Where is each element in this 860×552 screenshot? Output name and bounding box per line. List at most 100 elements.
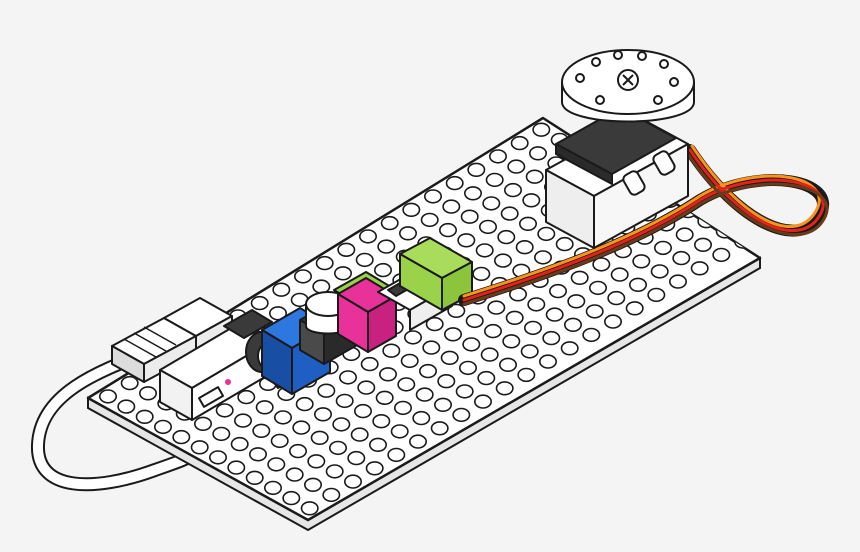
- board-hole: [194, 416, 213, 431]
- board-hole: [588, 280, 607, 296]
- servo-wire: [458, 144, 829, 306]
- board-hole: [292, 420, 311, 435]
- board-hole: [390, 424, 409, 439]
- board-hole: [272, 282, 291, 297]
- board-hole: [477, 370, 496, 386]
- board-hole: [523, 320, 542, 336]
- board-hole: [375, 390, 394, 405]
- board-hole: [252, 423, 271, 438]
- board-hole: [445, 175, 464, 191]
- board-hole: [585, 304, 604, 319]
- board-hole: [443, 327, 462, 342]
- board-hole: [245, 470, 264, 485]
- board-hole: [270, 433, 289, 449]
- board-hole: [463, 186, 482, 201]
- board-hole: [712, 247, 731, 263]
- board-hole: [545, 307, 564, 322]
- board-hole: [397, 377, 416, 392]
- board-hole: [517, 367, 536, 383]
- board-hole: [498, 357, 517, 372]
- board-hole: [335, 393, 354, 409]
- board-hole: [455, 384, 474, 399]
- board-hole: [522, 193, 541, 208]
- board-hole: [592, 257, 611, 272]
- board-hole: [542, 330, 561, 346]
- board-hole: [172, 429, 191, 445]
- board-hole: [503, 182, 522, 198]
- board-hole: [473, 394, 492, 409]
- board-hole: [603, 314, 622, 329]
- board-hole: [212, 426, 231, 442]
- board-hole: [475, 243, 494, 258]
- board-hole: [263, 480, 282, 496]
- board-hole: [675, 227, 694, 242]
- board-hole: [570, 270, 589, 285]
- board-hole: [693, 237, 712, 253]
- board-hole: [607, 290, 626, 306]
- board-hole: [343, 474, 362, 489]
- board-hole: [500, 206, 519, 221]
- board-hole: [518, 216, 537, 232]
- board-hole: [423, 189, 442, 204]
- board-hole: [457, 233, 476, 248]
- board-hole: [527, 297, 546, 312]
- board-hole: [533, 250, 552, 265]
- board-hole: [422, 340, 441, 355]
- board-hole: [402, 202, 421, 218]
- board-hole: [230, 436, 249, 452]
- board-hole: [625, 301, 644, 316]
- board-hole: [452, 407, 471, 423]
- board-hole: [480, 347, 499, 362]
- board-hole: [365, 461, 384, 476]
- board-hole: [515, 240, 534, 255]
- board-hole: [255, 400, 274, 415]
- board-hole: [493, 253, 512, 268]
- board-hole: [408, 434, 427, 449]
- board-hole: [440, 350, 459, 365]
- board-hole: [488, 149, 507, 164]
- board-hole: [135, 409, 154, 424]
- board-hole: [353, 403, 372, 419]
- board-hole: [528, 146, 547, 161]
- board-hole: [563, 317, 582, 332]
- board-hole: [647, 287, 666, 303]
- board-hole: [610, 267, 629, 282]
- board-hole: [310, 430, 329, 445]
- board-hole: [537, 226, 556, 242]
- board-hole: [650, 264, 669, 279]
- board-hole: [372, 414, 391, 429]
- board-hole: [467, 162, 486, 178]
- board-hole: [227, 460, 246, 475]
- board-hole: [288, 443, 307, 459]
- board-hole: [430, 421, 449, 436]
- board-hole: [317, 383, 336, 398]
- board-hole: [532, 122, 551, 137]
- board-hole: [322, 487, 341, 503]
- board-hole: [117, 399, 136, 414]
- board-hole: [393, 400, 412, 416]
- board-hole: [332, 417, 351, 432]
- board-hole: [555, 236, 574, 252]
- board-hole: [282, 490, 301, 506]
- board-hole: [672, 250, 691, 266]
- board-hole: [420, 212, 439, 228]
- board-hole: [505, 310, 524, 325]
- board-hole: [567, 294, 586, 309]
- board-hole: [234, 413, 253, 428]
- board-hole: [690, 261, 709, 276]
- board-hole: [478, 219, 497, 235]
- board-hole: [433, 397, 452, 412]
- board-hole: [387, 447, 406, 463]
- board-hole: [538, 354, 557, 369]
- board-hole: [237, 389, 256, 405]
- board-hole: [368, 437, 387, 452]
- board-hole: [425, 316, 444, 332]
- board-hole: [442, 199, 461, 214]
- board-hole: [653, 240, 672, 256]
- board-hole: [465, 313, 484, 329]
- board-hole: [293, 269, 312, 284]
- board-hole: [347, 450, 366, 466]
- board-hole: [360, 356, 379, 372]
- board-hole: [338, 370, 357, 385]
